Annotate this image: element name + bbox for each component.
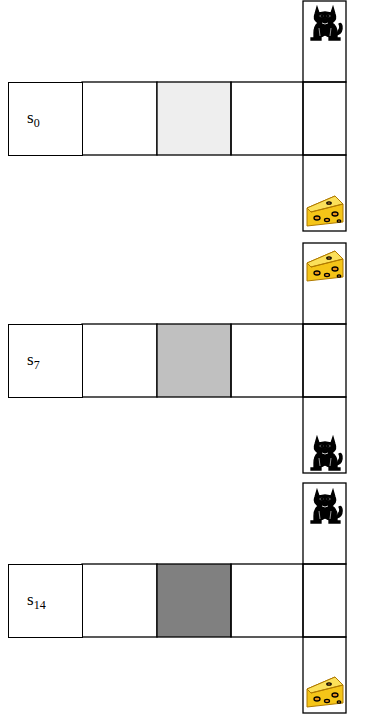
state-label: s14 xyxy=(27,591,46,611)
shaded-cell xyxy=(157,564,231,637)
maze-cell xyxy=(82,564,157,637)
maze-cell xyxy=(231,564,303,637)
state-box: s7 xyxy=(8,324,83,398)
maze-cell xyxy=(303,1,346,82)
cheese-icon xyxy=(307,677,343,707)
t-maze xyxy=(82,1,346,231)
t-maze xyxy=(82,243,346,473)
state-box: s14 xyxy=(8,564,83,638)
cat-icon xyxy=(311,490,342,523)
maze-cell xyxy=(303,397,346,473)
cheese-icon xyxy=(307,196,343,226)
state-label: s0 xyxy=(27,109,40,129)
cat-icon xyxy=(311,7,342,40)
maze-cell xyxy=(303,243,346,324)
maze-cell xyxy=(82,324,157,397)
t-maze xyxy=(82,483,346,713)
maze-cell xyxy=(303,155,346,231)
state-label: s7 xyxy=(27,351,40,371)
cat-icon xyxy=(311,437,342,470)
state-box: s0 xyxy=(8,82,83,156)
maze-cell xyxy=(303,564,346,637)
maze-cell xyxy=(303,82,346,155)
maze-cell xyxy=(303,324,346,397)
shaded-cell xyxy=(157,324,231,397)
maze-cell xyxy=(231,324,303,397)
cheese-icon xyxy=(307,251,343,281)
maze-cell xyxy=(303,483,346,564)
maze-cell xyxy=(82,82,157,155)
maze-cell xyxy=(231,82,303,155)
shaded-cell xyxy=(157,82,231,155)
maze-cell xyxy=(303,637,346,713)
